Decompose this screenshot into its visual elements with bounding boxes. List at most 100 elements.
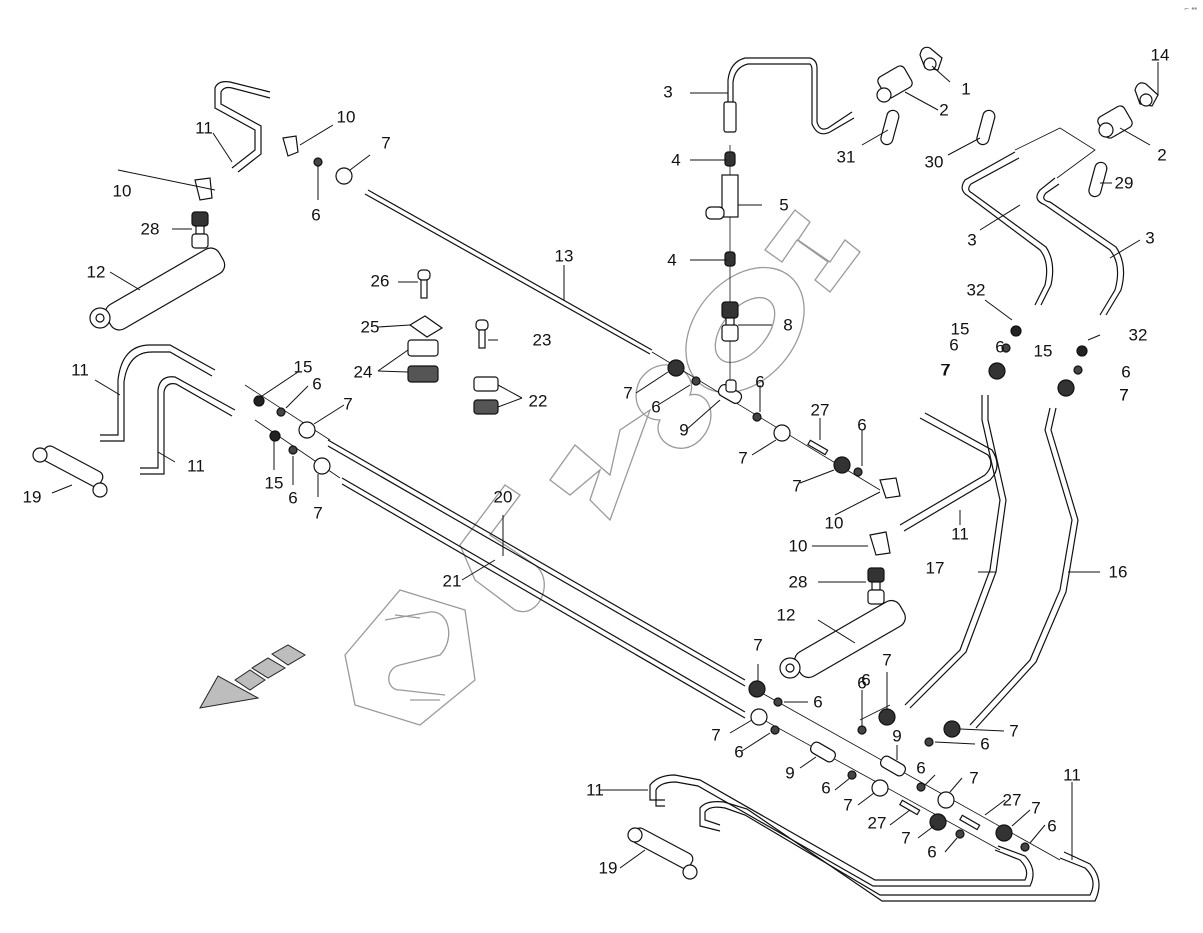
callout-7: 7 (381, 133, 391, 153)
tube-16 (969, 407, 1073, 726)
tube-20 (327, 439, 746, 681)
callout-3: 3 (1145, 228, 1155, 248)
nut-7 (1057, 379, 1075, 397)
ring-6 (1020, 842, 1030, 852)
callout-6: 6 (813, 692, 823, 712)
plate-25 (408, 315, 444, 338)
callout-11: 11 (951, 524, 969, 544)
tube-11-top (214, 81, 271, 169)
callout-28: 28 (140, 219, 160, 239)
ring-6 (847, 770, 857, 780)
clamp-24 (407, 339, 439, 383)
tee-block-5 (705, 174, 739, 220)
tag-29 (1088, 161, 1108, 198)
callout-6: 6 (857, 415, 867, 435)
callout-11: 11 (187, 456, 205, 476)
adaptor-28b (867, 567, 885, 605)
parts (32, 46, 1159, 880)
fitting-4b (724, 251, 736, 267)
callout-6: 6 (861, 670, 871, 690)
callout-31: 31 (836, 147, 856, 167)
callout-4: 4 (671, 150, 681, 170)
callout-32: 32 (1128, 325, 1148, 345)
tag-30 (976, 109, 996, 146)
callout-6: 6 (1121, 362, 1131, 382)
callout-7: 7 (843, 795, 853, 815)
callout-6: 6 (821, 778, 831, 798)
pin-27 (899, 799, 921, 816)
callout-7: 7 (1119, 385, 1129, 405)
nut-7 (298, 421, 316, 439)
callout-19: 19 (598, 858, 618, 878)
tee-9a (717, 379, 743, 404)
callout-23: 23 (532, 330, 552, 350)
cylinder-19b (627, 827, 698, 880)
ring-15 (253, 395, 265, 407)
callout-6: 6 (949, 335, 959, 355)
callout-7: 7 (792, 476, 802, 496)
callout-9: 9 (892, 726, 902, 746)
elbow-10b (282, 135, 299, 157)
tube-11-bottom-b (704, 806, 1094, 896)
callout-10: 10 (336, 107, 356, 127)
ring-6 (924, 737, 934, 747)
elbow-10d (869, 531, 891, 556)
callout-6: 6 (916, 758, 926, 778)
callout-15: 15 (264, 473, 284, 493)
tube-17 (904, 395, 1001, 706)
callout-7: 7 (753, 635, 763, 655)
nut-7 (943, 720, 961, 738)
tube-3-left (727, 57, 853, 130)
ring-6 (288, 445, 298, 455)
callout-25: 25 (360, 317, 380, 337)
callout-6: 6 (857, 673, 867, 693)
callout-7: 7 (1031, 798, 1041, 818)
quick-coupler-2 (876, 65, 913, 103)
callout-6: 6 (311, 205, 321, 225)
callout-7: 7 (1119, 385, 1129, 405)
elbow-10a (194, 177, 213, 201)
callout-7: 7 (940, 360, 950, 380)
ring-6 (916, 782, 926, 792)
callout-6: 6 (312, 374, 322, 394)
callout-2: 2 (1157, 145, 1167, 165)
pin-27 (807, 439, 829, 456)
corner-mark: ⌐ ▪▪ (1184, 4, 1197, 13)
callout-7: 7 (941, 360, 951, 380)
callout-7: 7 (901, 828, 911, 848)
tube-3-right-a (961, 151, 1048, 306)
ring-15 (1076, 345, 1088, 357)
pin-27 (959, 814, 981, 831)
nut-7 (773, 424, 791, 442)
nut-7 (833, 456, 851, 474)
callout-7: 7 (738, 448, 748, 468)
callout-19: 19 (22, 487, 42, 507)
callout-6: 6 (927, 842, 937, 862)
callout-15: 15 (1033, 341, 1053, 361)
fitting-4a (724, 151, 736, 167)
nut-7 (313, 457, 331, 475)
elbow-10c (879, 477, 901, 499)
nut-7 (988, 362, 1006, 380)
callout-7: 7 (882, 650, 892, 670)
callout-16: 16 (1108, 562, 1128, 582)
travel-direction-arrow (199, 644, 306, 709)
tubes (100, 57, 1125, 902)
ring-15 (269, 430, 281, 442)
nut-7 (995, 824, 1013, 842)
callout-13: 13 (554, 246, 574, 266)
callout-7: 7 (711, 725, 721, 745)
tee-9b (809, 741, 837, 763)
ring-6 (1073, 365, 1083, 375)
callout-9: 9 (785, 763, 795, 783)
nut-7 (335, 167, 353, 185)
tube-3-right-b (1036, 177, 1119, 316)
nut-7 (871, 779, 889, 797)
dust-cap-1 (919, 46, 943, 71)
callout-27: 27 (1002, 790, 1022, 810)
callout-17: 17 (925, 558, 945, 578)
cylinder-19a (32, 445, 108, 498)
callout-6: 6 (288, 488, 298, 508)
callout-3: 3 (967, 230, 977, 250)
ring-6 (276, 407, 286, 417)
